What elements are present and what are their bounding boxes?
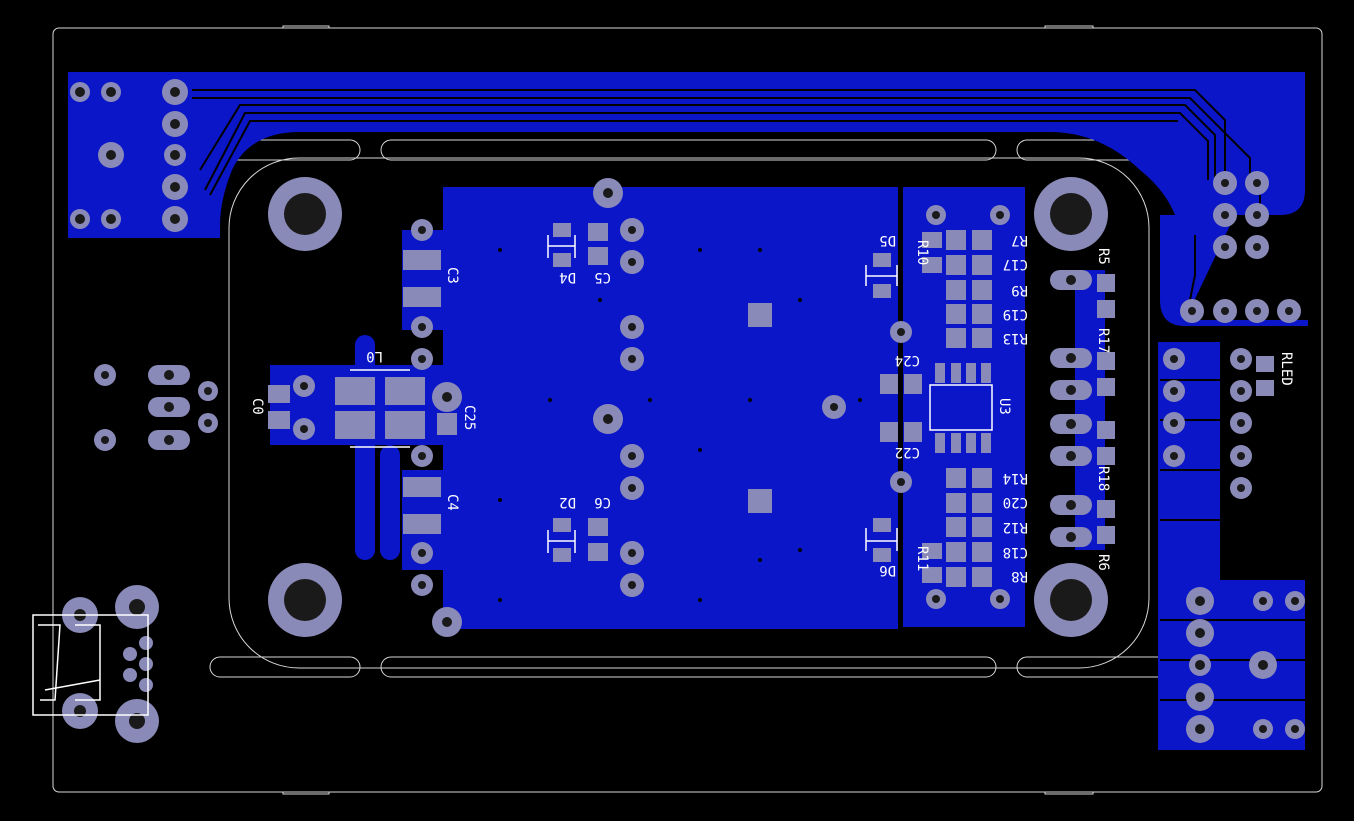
label-c18: C18	[1003, 544, 1028, 560]
label-r9: R9	[1011, 282, 1028, 298]
label-c24: C24	[895, 352, 920, 368]
board-outline	[52, 25, 1323, 795]
label-r13: R13	[1003, 330, 1028, 346]
label-rled: RLED	[1278, 352, 1294, 386]
label-c17: C17	[1003, 256, 1028, 272]
mounting-holes	[268, 177, 1108, 637]
smd-pads	[268, 223, 1274, 587]
label-r10: R10	[914, 240, 930, 265]
label-c19: C19	[1003, 306, 1028, 322]
pad-drill-holes	[74, 87, 1299, 734]
label-r18: R18	[1095, 466, 1111, 491]
label-r17: R17	[1095, 328, 1111, 353]
label-d5: D5	[879, 232, 896, 248]
label-d2: D2	[559, 494, 576, 510]
label-l0: L0	[366, 348, 383, 364]
label-c4: C4	[444, 494, 460, 511]
copper-traces	[192, 89, 1305, 701]
label-c25: C25	[461, 405, 477, 430]
label-u3: U3	[996, 398, 1012, 415]
label-r6: R6	[1095, 554, 1111, 571]
label-c0: C0	[249, 398, 265, 415]
label-r11: R11	[914, 546, 930, 571]
label-r14: R14	[1003, 470, 1028, 486]
label-r12: R12	[1003, 519, 1028, 535]
label-r7: R7	[1011, 232, 1028, 248]
label-c6: C6	[594, 494, 611, 510]
label-c22: C22	[895, 444, 920, 460]
label-d4: D4	[559, 269, 576, 285]
label-c3: C3	[444, 267, 460, 284]
label-r5: R5	[1095, 248, 1111, 265]
silkscreen-graphics	[32, 235, 993, 716]
label-d6: D6	[879, 562, 896, 578]
stitching-vias	[498, 248, 862, 602]
silkscreen-labels: C3 C4 C0 C25 L0 D4 C5 D2 C6 D5 D6 R10 R1…	[249, 232, 1294, 584]
label-c20: C20	[1003, 494, 1028, 510]
label-c5: C5	[594, 269, 611, 285]
label-r8: R8	[1011, 568, 1028, 584]
